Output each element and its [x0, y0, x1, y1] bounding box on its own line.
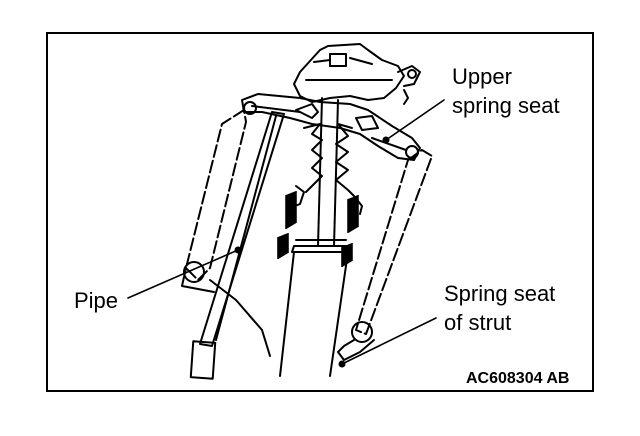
compressor-arm-right — [337, 149, 433, 361]
pipe-tool — [189, 111, 285, 380]
figure-code: AC608304 AB — [466, 370, 570, 387]
leader-dot-upper-spring-seat — [382, 136, 390, 144]
label-spring-seat-line1: Spring seat — [444, 281, 556, 306]
figure-frame — [46, 32, 594, 392]
leader-dot-pipe — [234, 246, 242, 254]
compressor-arm-left — [181, 109, 271, 357]
label-upper-spring-seat-line2: spring seat — [452, 93, 560, 118]
dust-boot — [289, 123, 363, 215]
label-spring-seat-of-strut-line2: of strut — [444, 310, 512, 335]
label-pipe: Pipe — [74, 288, 119, 313]
leader-upper-spring-seat — [385, 99, 445, 141]
piston-rod — [317, 97, 339, 247]
upper-mount — [293, 43, 421, 105]
leader-pipe — [127, 249, 239, 299]
upper-spring-seat — [241, 93, 421, 161]
label-upper-line1: Upper — [452, 64, 512, 89]
leader-spring-seat-of-strut — [341, 317, 437, 365]
strut-body — [279, 239, 351, 377]
coil-spring-left — [277, 191, 297, 259]
leader-dot-spring-seat-of-strut — [338, 360, 346, 368]
coil-spring-right — [341, 195, 359, 267]
